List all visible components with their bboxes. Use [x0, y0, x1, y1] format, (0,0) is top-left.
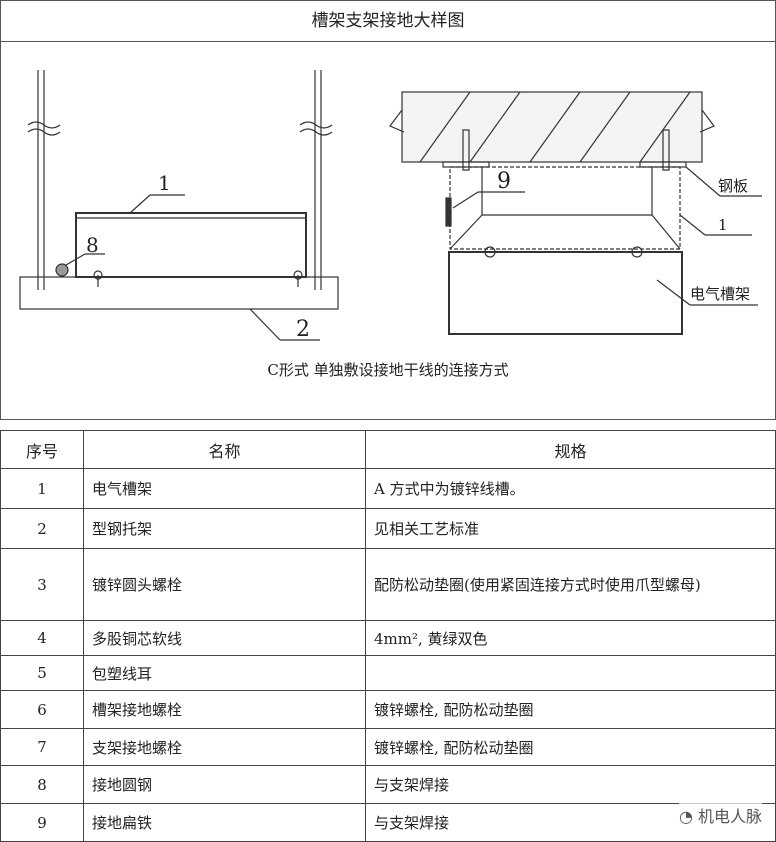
watermark: ◔ 机电人脉	[678, 803, 762, 827]
drawing-caption: C形式 单独敷设接地干线的连接方式	[267, 361, 508, 379]
header-spec: 规格	[365, 430, 776, 469]
cable-tray	[75, 212, 307, 278]
cell-no: 3	[0, 548, 84, 621]
label-8: 8	[86, 233, 99, 257]
wechat-icon: ◔	[678, 807, 698, 826]
page-title: 槽架支架接地大样图	[1, 1, 775, 42]
cell-no: 1	[0, 468, 84, 509]
ground-flat-iron	[445, 197, 452, 227]
cell-spec: 与支架焊接	[365, 765, 776, 804]
cell-name: 接地扁铁	[83, 803, 366, 842]
label-1-right: 1	[718, 216, 728, 234]
cell-spec: 见相关工艺标准	[365, 508, 776, 549]
table-header: 序号 名称 规格	[0, 430, 776, 469]
cell-no: 2	[0, 508, 84, 549]
left-view: 1 8 2	[19, 70, 339, 342]
label-steel-plate: 钢板	[718, 177, 748, 195]
cell-name: 包塑线耳	[83, 655, 366, 691]
cell-name: 型钢托架	[83, 508, 366, 549]
cell-spec: 配防松动垫圈(使用紧固连接方式时使用爪型螺母)	[365, 548, 776, 621]
cell-name: 多股铜芯软线	[83, 620, 366, 656]
watermark-text: 机电人脉	[697, 807, 762, 826]
cell-spec	[365, 655, 776, 691]
cell-name: 槽架接地螺栓	[83, 690, 366, 729]
steel-bracket	[19, 276, 339, 310]
cell-name: 电气槽架	[83, 468, 366, 509]
grounding-detail-drawing: 1 8 2 9 钢板 1 电气槽架 C形式 单独敷设接地干线的连接方式	[19, 70, 762, 379]
cell-spec: 镀锌螺栓, 配防松动垫圈	[365, 728, 776, 766]
cell-spec: A 方式中为镀锌线槽。	[365, 468, 776, 509]
cell-name: 支架接地螺栓	[83, 728, 366, 766]
cell-no: 5	[0, 655, 84, 691]
label-9: 9	[497, 169, 511, 194]
cell-no: 9	[0, 803, 84, 842]
label-cable-tray: 电气槽架	[690, 285, 750, 303]
cell-no: 7	[0, 728, 84, 766]
cell-name: 镀锌圆头螺栓	[83, 548, 366, 621]
label-1: 1	[158, 171, 171, 195]
cell-name: 接地圆钢	[83, 765, 366, 804]
cell-no: 8	[0, 765, 84, 804]
label-2: 2	[296, 317, 310, 342]
ground-rod-icon	[55, 263, 69, 277]
cell-no: 6	[0, 690, 84, 729]
header-no: 序号	[0, 430, 84, 469]
header-name: 名称	[83, 430, 366, 469]
cell-spec: 4mm², 黄绿双色	[365, 620, 776, 656]
right-view: 9 钢板 1 电气槽架	[389, 91, 762, 335]
cell-no: 4	[0, 620, 84, 656]
cell-spec: 镀锌螺栓, 配防松动垫圈	[365, 690, 776, 729]
